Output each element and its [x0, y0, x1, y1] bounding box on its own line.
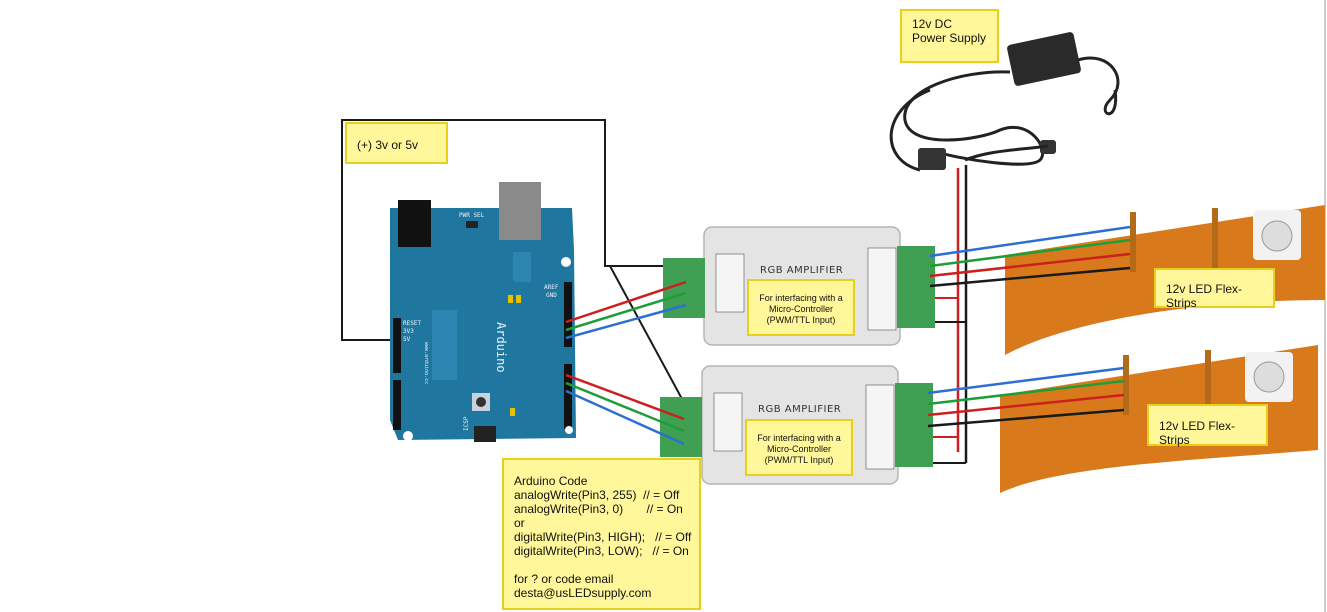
output-wires	[927, 225, 1131, 428]
led-strip-1-label: 12v LED Flex-Strips	[1154, 268, 1275, 310]
arduino-5v-label: 5V	[403, 336, 411, 343]
amplifier-1-note: For interfacing with a Micro-Controller …	[747, 279, 855, 336]
amplifier-1-title: RGB AMPLIFIER	[760, 265, 844, 276]
code-line: desta@usLEDsupply.com	[514, 586, 652, 600]
code-line: analogWrite(Pin3, 0) // = On	[514, 502, 683, 516]
arduino-url: www.arduino.cc	[423, 342, 429, 385]
power-supply-image	[889, 32, 1120, 172]
arduino-reset-label: RESET	[403, 320, 422, 327]
code-line: or	[514, 516, 525, 530]
arduino-3v3-label: 3V3	[403, 328, 414, 335]
code-line: digitalWrite(Pin3, HIGH); // = Off	[514, 530, 692, 544]
power-supply-label: 12v DC Power Supply	[900, 9, 999, 63]
code-line: for ? or code email	[514, 572, 614, 586]
arduino-name: Arduino	[494, 322, 508, 373]
amplifier-2-note: For interfacing with a Micro-Controller …	[745, 419, 853, 476]
arduino-gnd-label: GND	[546, 292, 557, 299]
amplifier-2-note-line: For interfacing with a	[757, 433, 841, 443]
arduino-aref-label: AREF	[544, 284, 559, 291]
amplifier-1-note-line: For interfacing with a	[759, 293, 843, 303]
arduino-voltage-label: (+) 3v or 5v	[345, 122, 448, 164]
code-line	[514, 558, 689, 572]
amplifier-1-note-line: (PWM/TTL Input)	[766, 315, 836, 325]
arduino-icsp-label: ICSP	[463, 416, 470, 431]
led-strip-2-label: 12v LED Flex-Strips	[1147, 404, 1268, 447]
arduino-board	[390, 182, 576, 442]
amplifier-2-note-line: (PWM/TTL Input)	[764, 455, 834, 465]
signal-wires	[565, 280, 687, 446]
amplifier-2-title: RGB AMPLIFIER	[758, 404, 842, 415]
power-wires	[932, 165, 968, 464]
arduino-code-note: Arduino Code analogWrite(Pin3, 255) // =…	[502, 458, 701, 610]
code-line: analogWrite(Pin3, 255) // = Off	[514, 488, 680, 502]
vcc-wire	[341, 119, 689, 411]
amplifier-1-note-line: Micro-Controller	[768, 304, 833, 314]
amplifier-2-note-line: Micro-Controller	[766, 444, 831, 454]
arduino-pwr-sel-label: PWR SEL	[459, 212, 485, 219]
code-line: Arduino Code	[514, 474, 588, 488]
code-line: digitalWrite(Pin3, LOW); // = On	[514, 544, 689, 558]
